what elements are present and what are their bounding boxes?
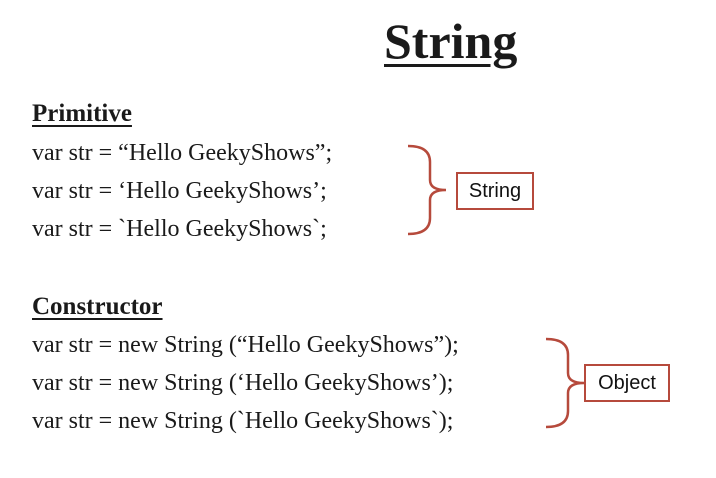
- constructor-line-3: var str = new String (`Hello GeekyShows`…: [32, 408, 454, 434]
- string-label-box: String: [456, 172, 534, 210]
- slide-title: String: [384, 13, 518, 69]
- primitive-line-2: var str = ‘Hello GeekyShows’;: [32, 178, 327, 204]
- constructor-line-1: var str = new String (“Hello GeekyShows”…: [32, 332, 459, 358]
- primitive-line-1: var str = “Hello GeekyShows”;: [32, 140, 333, 166]
- object-label-box: Object: [584, 364, 670, 402]
- constructor-heading: Constructor: [32, 293, 163, 320]
- constructor-line-2: var str = new String (‘Hello GeekyShows’…: [32, 370, 454, 396]
- primitive-heading: Primitive: [32, 100, 132, 127]
- primitive-bracket: [407, 144, 447, 236]
- primitive-line-3: var str = `Hello GeekyShows`;: [32, 216, 327, 242]
